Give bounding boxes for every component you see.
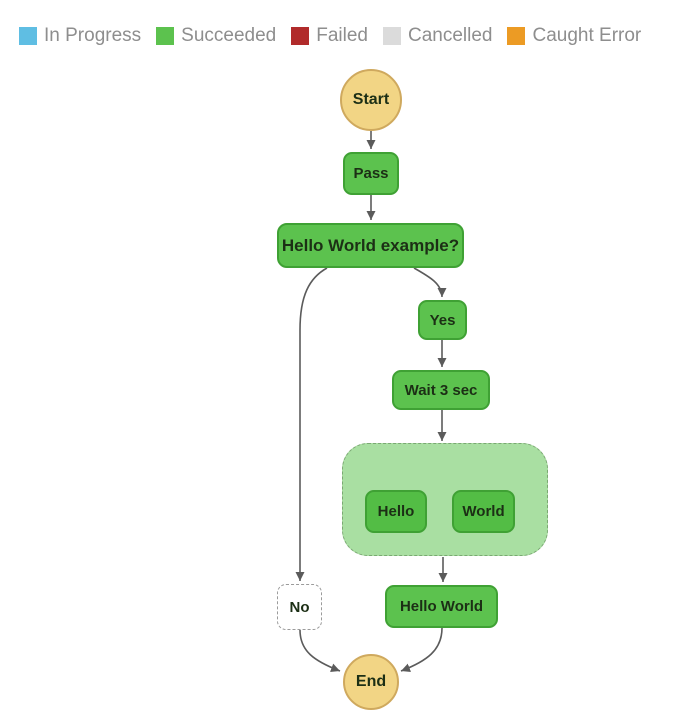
failed-swatch bbox=[291, 27, 310, 45]
node-yes[interactable]: Yes bbox=[418, 300, 467, 340]
edge-choice-to-no bbox=[295, 267, 328, 581]
node-label: Pass bbox=[353, 165, 389, 182]
node-start: Start bbox=[340, 69, 402, 131]
legend-item-caught-error: Caught Error bbox=[507, 25, 641, 47]
legend-item-failed: Failed bbox=[291, 25, 368, 47]
caught-error-swatch bbox=[507, 27, 526, 45]
node-pass[interactable]: Pass bbox=[343, 152, 399, 195]
node-label: Start bbox=[352, 91, 390, 108]
edge-hello-world-to-end bbox=[400, 627, 443, 672]
node-label: Hello World example? bbox=[281, 235, 460, 255]
legend-item-cancelled: Cancelled bbox=[382, 25, 493, 47]
edge-no-to-end bbox=[299, 629, 341, 672]
node-hello[interactable]: Hello bbox=[365, 490, 427, 533]
legend-label: Failed bbox=[316, 25, 368, 46]
node-label: Hello bbox=[377, 503, 415, 520]
node-label: End bbox=[355, 673, 387, 690]
node-hello-world[interactable]: Hello World bbox=[385, 585, 498, 628]
cancelled-swatch bbox=[382, 27, 401, 45]
node-hello-world-example[interactable]: Hello World example? bbox=[277, 223, 464, 268]
node-wait-3-sec[interactable]: Wait 3 sec bbox=[392, 370, 490, 410]
legend-label: Cancelled bbox=[407, 25, 493, 46]
node-world[interactable]: World bbox=[452, 490, 515, 533]
legend-label: In Progress bbox=[44, 25, 142, 46]
node-label: Yes bbox=[429, 311, 456, 329]
legend-item-succeeded: Succeeded bbox=[156, 25, 276, 47]
node-end: End bbox=[343, 654, 399, 710]
succeeded-swatch bbox=[156, 27, 175, 45]
status-legend: In Progress Succeeded Failed Cancelled C… bbox=[19, 25, 641, 47]
in-progress-swatch bbox=[19, 27, 37, 45]
node-label: Wait 3 sec bbox=[404, 381, 478, 399]
node-label: World bbox=[462, 503, 505, 520]
node-label: No bbox=[289, 598, 310, 616]
legend-label: Succeeded bbox=[181, 25, 277, 46]
legend-item-in-progress: In Progress bbox=[19, 25, 141, 47]
node-label: Hello World bbox=[399, 598, 484, 615]
edge-choice-to-yes bbox=[413, 267, 447, 298]
legend-label: Caught Error bbox=[532, 25, 642, 46]
node-no[interactable]: No bbox=[277, 584, 322, 630]
